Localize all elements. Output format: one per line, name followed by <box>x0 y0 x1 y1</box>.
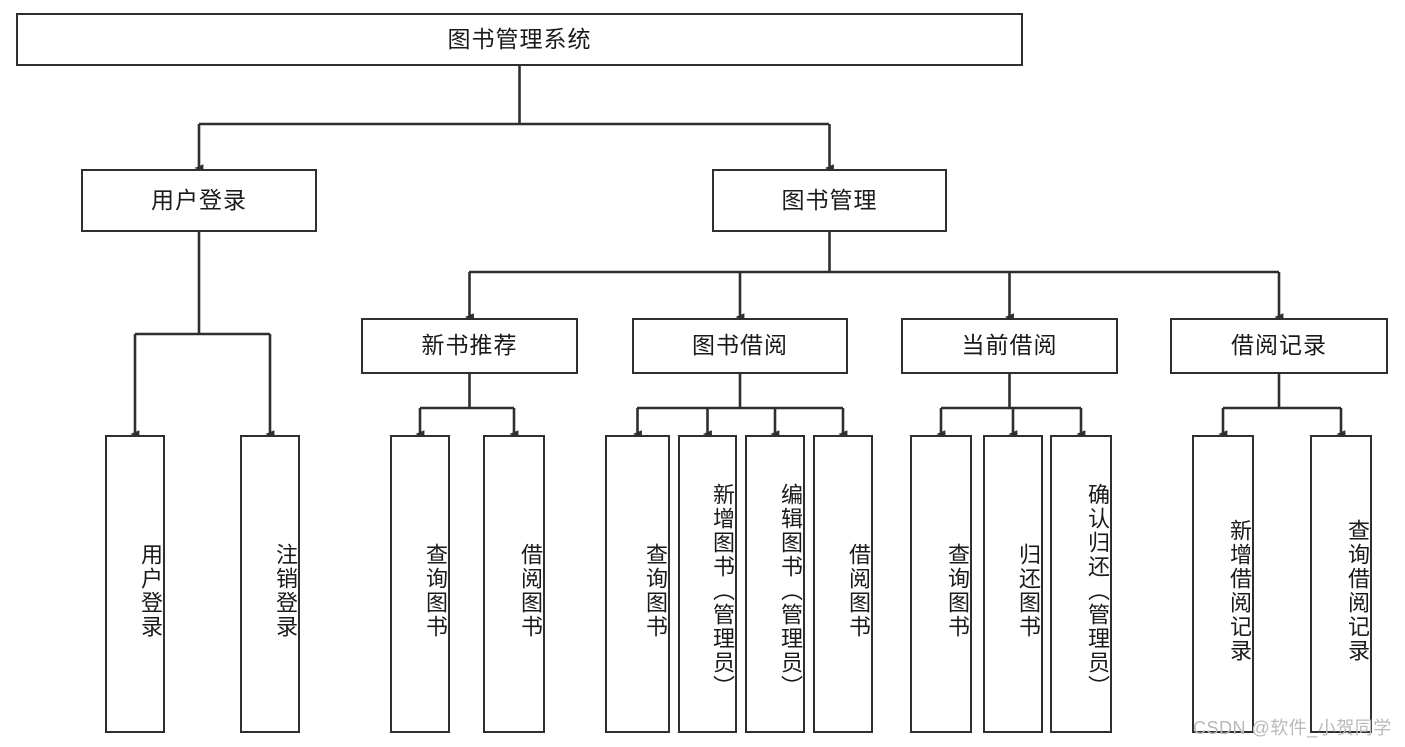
leaf-label: 注销登录 <box>273 543 298 639</box>
leaf-label: 确认归还（管理员） <box>1085 483 1110 699</box>
leaf-return-book[interactable]: 归还图书 <box>983 435 1043 733</box>
node-book-management[interactable]: 图书管理 <box>712 169 947 232</box>
leaf-borrow-book[interactable]: 借阅图书 <box>813 435 873 733</box>
leaf-label: 查询图书 <box>945 543 970 639</box>
leaf-label: 用户登录 <box>138 543 163 639</box>
leaf-label: 编辑图书（管理员） <box>778 483 803 699</box>
leaf-query-book-borrow[interactable]: 查询图书 <box>605 435 670 733</box>
leaf-add-borrow-record[interactable]: 新增借阅记录 <box>1192 435 1254 733</box>
leaf-edit-book-admin[interactable]: 编辑图书（管理员） <box>745 435 805 733</box>
node-book-borrow[interactable]: 图书借阅 <box>632 318 848 374</box>
leaf-label: 新增借阅记录 <box>1227 519 1252 663</box>
leaf-borrow-book-recommend[interactable]: 借阅图书 <box>483 435 545 733</box>
leaf-user-login[interactable]: 用户登录 <box>105 435 165 733</box>
node-borrow-record[interactable]: 借阅记录 <box>1170 318 1388 374</box>
leaf-label: 归还图书 <box>1016 543 1041 639</box>
leaf-label: 查询图书 <box>643 543 668 639</box>
leaf-query-book-current[interactable]: 查询图书 <box>910 435 972 733</box>
leaf-label: 新增图书（管理员） <box>710 483 735 699</box>
leaf-add-book-admin[interactable]: 新增图书（管理员） <box>678 435 737 733</box>
leaf-label: 查询图书 <box>423 543 448 639</box>
leaf-user-logout[interactable]: 注销登录 <box>240 435 300 733</box>
leaf-query-book-recommend[interactable]: 查询图书 <box>390 435 450 733</box>
node-root[interactable]: 图书管理系统 <box>16 13 1023 66</box>
node-user-login[interactable]: 用户登录 <box>81 169 317 232</box>
leaf-label: 借阅图书 <box>518 543 543 639</box>
csdn-watermark: CSDN @软件_小贺同学 <box>1193 718 1392 738</box>
leaf-query-borrow-record[interactable]: 查询借阅记录 <box>1310 435 1372 733</box>
node-current-borrow[interactable]: 当前借阅 <box>901 318 1118 374</box>
leaf-confirm-return-admin[interactable]: 确认归还（管理员） <box>1050 435 1112 733</box>
leaf-label: 查询借阅记录 <box>1345 519 1370 663</box>
leaf-label: 借阅图书 <box>846 543 871 639</box>
node-new-book-recommend[interactable]: 新书推荐 <box>361 318 578 374</box>
